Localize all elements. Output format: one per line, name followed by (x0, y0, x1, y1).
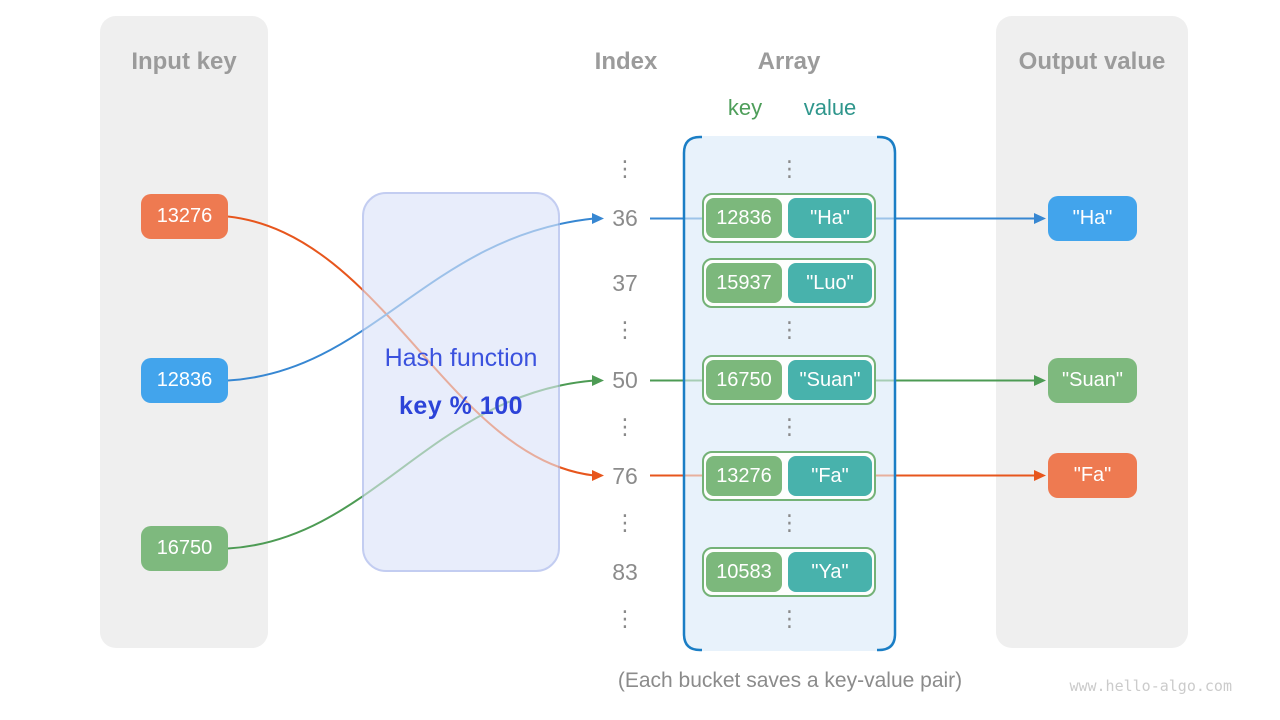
array-bracket-left (682, 135, 702, 652)
ellipsis: ⋮ (614, 511, 636, 536)
arrowhead-icon (1034, 213, 1046, 224)
hash-curves-faded (362, 223, 560, 498)
caption: (Each bucket saves a key-value pair) (617, 669, 963, 692)
hash-function-box (362, 192, 560, 572)
watermark: www.hello-algo.com (1069, 677, 1232, 695)
key-column-label: key (727, 95, 763, 120)
bucket-value: "Fa" (788, 456, 872, 496)
ellipsis: ⋮ (778, 157, 801, 182)
array-header: Array (757, 48, 821, 75)
hash-formula: key % 100 (398, 392, 524, 420)
bucket-key: 16750 (706, 360, 782, 400)
bucket-key: 15937 (706, 263, 782, 303)
output-value-panel (996, 16, 1188, 648)
hash-function-title: Hash function (384, 344, 538, 372)
bucket: 16750 "Suan" (702, 355, 876, 405)
arrowhead-icon (592, 375, 604, 386)
index-label: 36 (612, 205, 638, 231)
arrowhead-icon (1034, 375, 1046, 386)
bucket-value: "Ha" (788, 198, 872, 238)
index-label: 50 (612, 367, 638, 393)
arrowhead-icon (1034, 470, 1046, 481)
arrowhead-icon (592, 213, 604, 224)
ellipsis: ⋮ (614, 157, 636, 182)
input-panel-title: Input key (131, 48, 237, 75)
bucket-value: "Ya" (788, 552, 872, 592)
output-value-chip: "Ha" (1048, 196, 1137, 241)
ellipsis: ⋮ (614, 318, 636, 343)
output-value-chip: "Fa" (1048, 453, 1137, 498)
arrowhead-icon (592, 470, 604, 481)
bucket-key: 10583 (706, 552, 782, 592)
ellipsis: ⋮ (614, 415, 636, 440)
ellipsis: ⋮ (778, 318, 801, 343)
ellipsis: ⋮ (778, 511, 801, 536)
input-key-chip: 12836 (141, 358, 228, 403)
bucket: 12836 "Ha" (702, 193, 876, 243)
bucket: 13276 "Fa" (702, 451, 876, 501)
index-header: Index (594, 48, 658, 75)
ellipsis: ⋮ (778, 607, 801, 632)
output-panel-title: Output value (1018, 48, 1166, 75)
bucket-value: "Suan" (788, 360, 872, 400)
bucket-key: 13276 (706, 456, 782, 496)
bucket-key: 12836 (706, 198, 782, 238)
value-column-label: value (803, 95, 857, 120)
output-value-chip: "Suan" (1048, 358, 1137, 403)
ellipsis: ⋮ (614, 607, 636, 632)
bucket: 15937 "Luo" (702, 258, 876, 308)
hash-curves-solid (227, 215, 595, 550)
bucket: 10583 "Ya" (702, 547, 876, 597)
input-key-chip: 13276 (141, 194, 228, 239)
bucket-value: "Luo" (788, 263, 872, 303)
index-label: 76 (612, 463, 638, 489)
index-label: 37 (612, 270, 638, 296)
ellipsis: ⋮ (778, 415, 801, 440)
array-bracket-right (877, 135, 897, 652)
index-label: 83 (612, 559, 638, 585)
input-key-chip: 16750 (141, 526, 228, 571)
